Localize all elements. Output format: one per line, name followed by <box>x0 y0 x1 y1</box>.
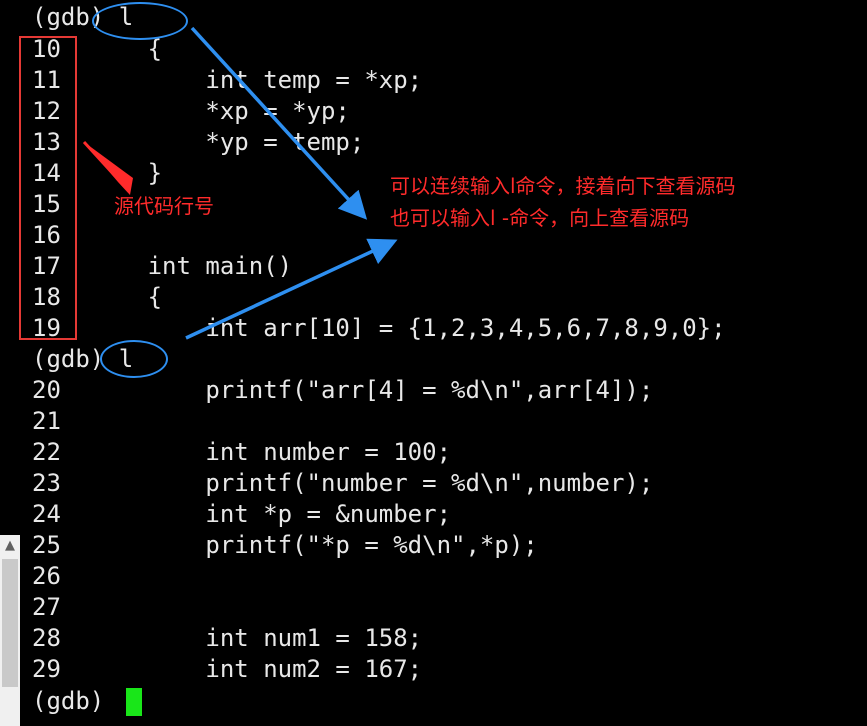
line-numbers-highlight-box <box>19 36 77 340</box>
second-l-command-highlight <box>100 340 168 378</box>
gdb-prompt[interactable]: (gdb) <box>32 687 119 715</box>
terminal-line: 20 printf("arr[4] = %d\n",arr[4]); <box>32 376 654 404</box>
terminal-line: 21 <box>32 407 61 435</box>
terminal-line: 15 <box>32 190 61 218</box>
terminal-line: 16 <box>32 221 61 249</box>
first-l-command-highlight <box>92 2 188 40</box>
terminal-line: 13 *yp = temp; <box>32 128 365 156</box>
terminal-line: 14 } <box>32 159 163 187</box>
terminal-line: 11 int temp = *xp; <box>32 66 423 94</box>
terminal-cursor <box>126 688 142 716</box>
terminal-line: 23 printf("number = %d\n",number); <box>32 469 654 497</box>
terminal-line: 12 *xp = *yp; <box>32 97 350 125</box>
terminal-line: 18 { <box>32 283 163 311</box>
terminal-line: 24 int *p = &number; <box>32 500 452 528</box>
scrollbar-thumb[interactable] <box>2 559 18 687</box>
terminal-line: 10 { <box>32 35 163 63</box>
terminal-line: 27 <box>32 593 61 621</box>
terminal-line: 25 printf("*p = %d\n",*p); <box>32 531 538 559</box>
chevron-up-icon[interactable]: ▲ <box>5 538 15 553</box>
note-continue-l-command: 可以连续输入l命令，接着向下查看源码 <box>390 174 736 198</box>
vertical-scrollbar[interactable]: ▲ <box>0 535 20 726</box>
terminal-line: 28 int num1 = 158; <box>32 624 423 652</box>
terminal-line: 29 int num2 = 167; <box>32 655 423 683</box>
note-l-minus-command: 也可以输入l -命令，向上查看源码 <box>390 206 690 230</box>
line-numbers-label: 源代码行号 <box>114 194 214 218</box>
terminal-line: 26 <box>32 562 61 590</box>
terminal-line: 22 int number = 100; <box>32 438 452 466</box>
